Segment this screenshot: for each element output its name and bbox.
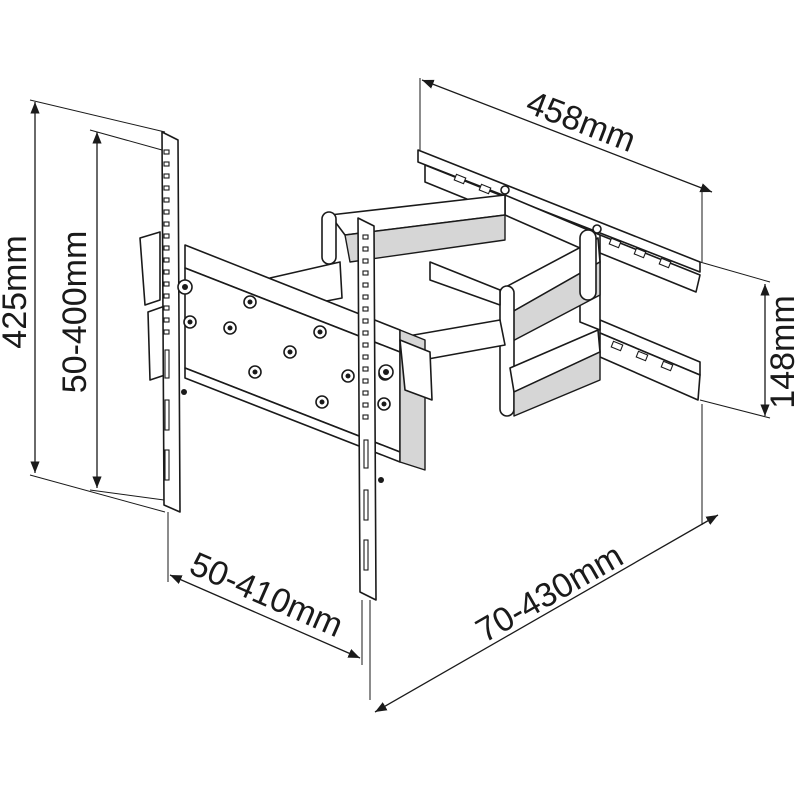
dimension-148: [699, 261, 771, 419]
label-425: 425mm: [0, 235, 34, 348]
vesa-plate: [139, 231, 433, 471]
dimension-458: [419, 78, 713, 262]
label-148: 148mm: [764, 295, 800, 408]
dimension-50-410: [167, 512, 363, 665]
label-70-430: 70-430mm: [470, 537, 630, 651]
left-bracket-holes: [163, 149, 170, 481]
left-vertical-bracket: [161, 131, 193, 513]
dimension-50-400: [89, 129, 165, 501]
right-bracket-holes: [362, 234, 369, 571]
label-50-410: 50-410mm: [184, 545, 348, 645]
wall-plate-slots-bottom: [610, 340, 674, 372]
label-458: 458mm: [521, 84, 640, 160]
dimension-70-430: [369, 404, 719, 713]
label-50-400: 50-400mm: [56, 231, 94, 394]
dimension-425: [29, 99, 166, 513]
